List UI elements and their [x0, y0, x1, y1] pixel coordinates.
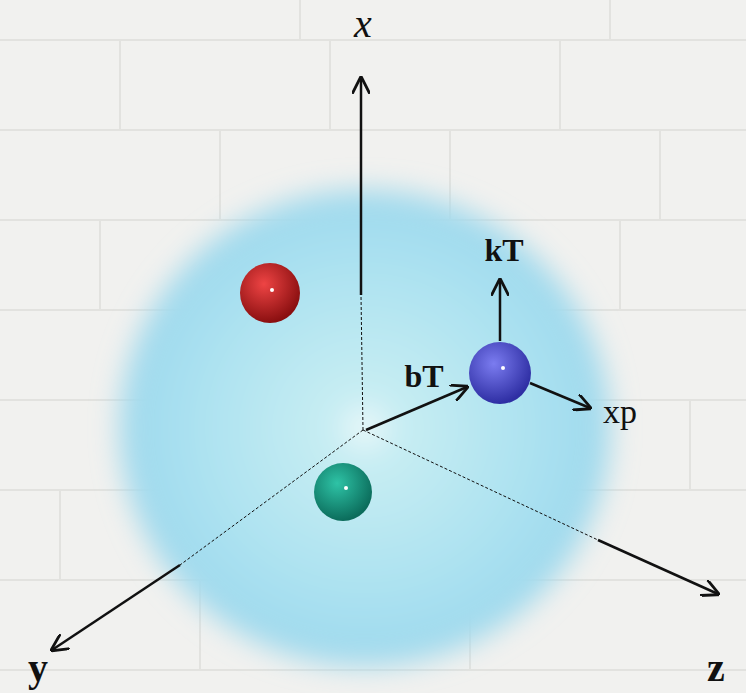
- proton-cloud: [120, 190, 610, 666]
- vector-label: bT: [404, 360, 443, 392]
- axis-label: y: [28, 648, 48, 688]
- teal-quark: [314, 463, 372, 521]
- vector-label: kT: [484, 234, 523, 266]
- axis-label: z: [707, 648, 725, 688]
- axis-label: x: [354, 4, 372, 44]
- vectors: [366, 280, 590, 430]
- brick-wall: [0, 0, 746, 670]
- vector-label: xp: [603, 395, 637, 429]
- quark-highlights: [270, 288, 505, 490]
- blue-quark: [469, 342, 531, 404]
- axes: [52, 78, 718, 650]
- red-quark: [240, 263, 300, 323]
